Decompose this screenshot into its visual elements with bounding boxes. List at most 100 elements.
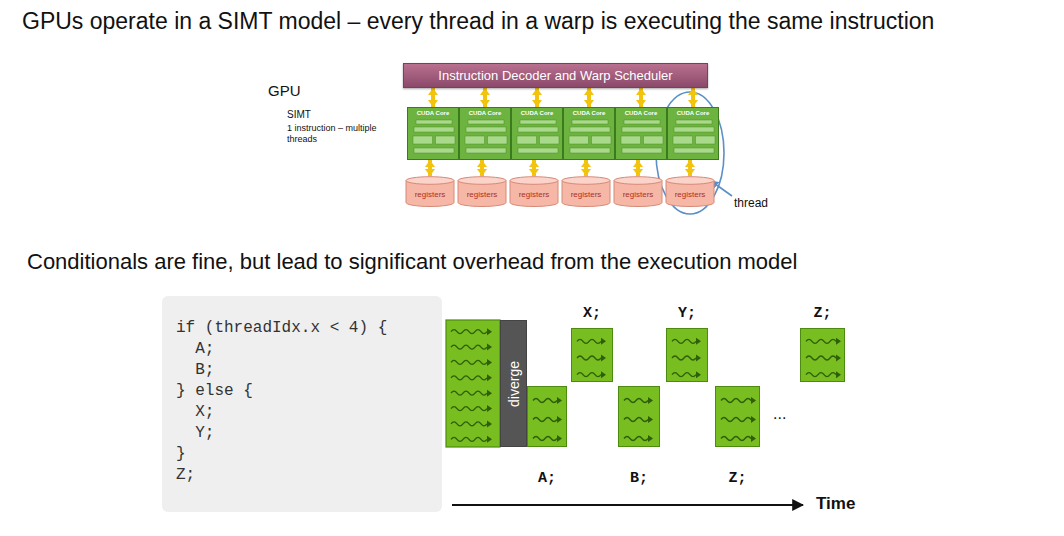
cuda-core: CUDA Core [563,107,615,160]
thread-arrow-head [751,416,756,423]
thread-arrow-head [648,416,653,423]
core-title: CUDA Core [668,108,718,116]
thread-arrow-head [487,420,492,427]
thread-arrow [624,418,648,422]
thread-arrow-head [696,338,701,345]
thread-label: thread [734,196,768,210]
thread-arrows [667,329,709,383]
thread-arrow [451,422,487,426]
cuda-core: CUDA Core [667,107,719,160]
execution-block: A; [527,386,567,447]
register-label: registers [519,185,550,199]
bus-arrow [483,88,487,107]
core-title: CUDA Core [460,108,510,116]
thread-arrows [716,387,761,448]
register-file: registers [509,176,559,207]
thread-arrow [451,360,487,364]
simt-label: SIMT [287,109,311,121]
warp-scheduler-bar: Instruction Decoder and Warp Scheduler [403,63,708,88]
bus-arrow [584,160,588,176]
core-title: CUDA Core [616,108,666,116]
core-title: CUDA Core [564,108,614,116]
thread-arrow [451,391,487,395]
thread-arrow-head [487,374,492,381]
bus-arrow [535,88,539,107]
thread-arrow [624,399,648,403]
execution-block: X; [571,328,613,382]
register-label: registers [415,185,446,199]
thread-arrow-head [648,435,653,442]
time-axis [452,504,803,506]
thread-arrow-head [487,344,492,351]
thread-arrow-head [487,328,492,335]
thread-arrow [624,437,648,441]
thread-arrows [572,329,614,383]
warp-block [446,320,500,447]
bar-title: Instruction Decoder and Warp Scheduler [438,68,672,83]
thread-arrow-head [557,435,562,442]
register-file: registers [561,176,611,207]
time-axis-label: Time [816,494,855,514]
statement-label: Z; [716,470,759,487]
bus-arrow [636,160,640,176]
thread-arrow-head [836,338,841,345]
thread-arrow [451,407,487,411]
bus-arrow [688,160,692,176]
thread-arrow [806,373,836,377]
bus-arrow [639,88,643,107]
thread-arrow-head [696,355,701,362]
thread-arrow [806,339,836,343]
execution-block: B; [618,386,660,447]
cuda-core: CUDA Core [615,107,667,160]
thread-arrow [451,330,487,334]
code-line: Y; [195,423,214,444]
cuda-core: CUDA Core [407,107,459,160]
code-line: X; [195,402,214,423]
thread-arrow-head [751,435,756,442]
code-line: B; [195,360,214,381]
thread-arrow [577,339,601,343]
bus-arrow [532,160,536,176]
bus-arrow [428,160,432,176]
thread-arrow [721,437,751,441]
thread-arrow [672,339,696,343]
thread-arrows [619,387,661,448]
thread-arrow [721,399,751,403]
thread-arrow [577,373,601,377]
core-title: CUDA Core [408,108,458,116]
register-label: registers [623,185,654,199]
register-file: registers [457,176,507,207]
execution-block: Y; [666,328,708,382]
statement-label: Z; [801,305,844,322]
thread-arrow-head [696,371,701,378]
statement-label: X; [572,305,612,322]
thread-arrow-head [487,390,492,397]
statement-label: A; [528,470,566,487]
thread-arrow-head [601,355,606,362]
code-listing: if (threadIdx.x < 4) {A;B;} else {X;Y;}Z… [162,296,442,512]
register-file: registers [613,176,663,207]
cuda-core: CUDA Core [511,107,563,160]
thread-arrow [672,373,696,377]
thread-arrow [806,356,836,360]
thread-arrow-head [557,416,562,423]
execution-block: Z; [715,386,760,447]
bus-arrow [480,160,484,176]
thread-arrow [533,437,557,441]
section-heading: Conditionals are fine, but lead to signi… [27,249,797,275]
thread-arrow-head [601,338,606,345]
thread-arrow-head [751,397,756,404]
thread-arrow-head [836,371,841,378]
ellipsis: ... [773,404,786,423]
register-file: registers [665,176,715,207]
thread-arrow-head [487,405,492,412]
register-label: registers [675,185,706,199]
thread-arrow [451,376,487,380]
cuda-core: CUDA Core [459,107,511,160]
thread-arrow-head [648,397,653,404]
execution-block: Z; [800,328,845,382]
thread-arrow [672,356,696,360]
code-line: } [176,444,186,465]
register-label: registers [467,185,498,199]
statement-label: B; [619,470,659,487]
